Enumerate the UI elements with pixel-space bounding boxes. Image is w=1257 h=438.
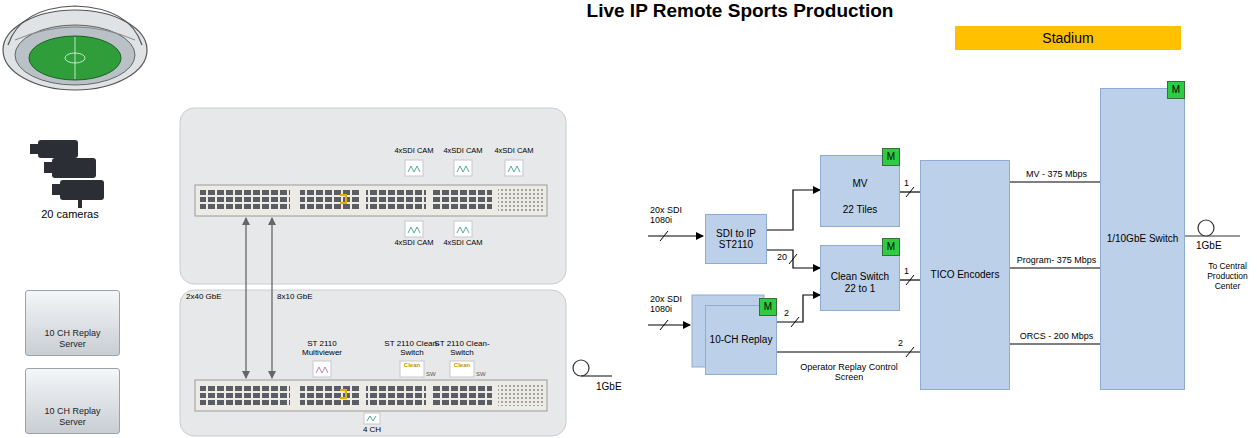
edge-label: MV - 375 Mbps [1013, 169, 1100, 179]
input-arrow [648, 235, 703, 236]
switch-chassis [195, 185, 547, 216]
node-text: 10 CH Replay Server [38, 328, 108, 349]
server-box: 10 CH Replay Server [25, 368, 120, 434]
annotation-label: 2x40 GbE [186, 292, 242, 301]
annotation-label: 4xSDI CAM [492, 147, 536, 156]
annotation-label: 1GbE [1196, 240, 1236, 252]
monitor-badge: M [882, 148, 900, 166]
connector [1010, 343, 1100, 344]
connector [1010, 267, 1100, 268]
node-text: MV [853, 178, 868, 190]
uplink-line [581, 375, 612, 376]
link-arrow [245, 218, 246, 378]
process-box: 1/10GbE SwitchM [1100, 88, 1185, 390]
edge-label: 20 [776, 252, 788, 262]
bus-slash [660, 320, 668, 330]
rack-panel [180, 108, 566, 284]
annotation-label: Operator Replay Control Screen [790, 362, 908, 383]
bus-slash [789, 254, 797, 264]
node-text: M [887, 151, 895, 163]
diagram-title: Live IP Remote Sports Production [480, 0, 1000, 22]
edge-label: 2 [783, 308, 790, 318]
annotation-label: ST 2110 Multiviewer [292, 339, 352, 357]
annotation-label: 4 CH [352, 425, 392, 434]
server-box: 10 CH Replay Server [25, 290, 120, 356]
monitor-badge: M [1167, 81, 1185, 99]
annotation-label: To Central Production Center [1200, 262, 1255, 291]
region-tag: Stadium [955, 26, 1181, 50]
annotation-label: Clean [451, 362, 473, 369]
node-text: M [1172, 84, 1180, 96]
connector [1010, 181, 1100, 182]
annotation-label: Clean [401, 362, 423, 369]
node-text: 10 CH Replay Server [38, 406, 108, 427]
camera-icons [30, 140, 104, 208]
stadium-picture [3, 6, 147, 90]
annotation-label: 8x10 GbE [277, 292, 333, 301]
node-text: Clean Switch 22 to 1 [824, 271, 896, 294]
node-text: M [764, 301, 772, 313]
annotation-label: 4xSDI CAM [392, 147, 436, 156]
bus-slash [906, 187, 914, 197]
process-box: Clean Switch 22 to 1M [820, 245, 900, 311]
uplink-port [573, 360, 589, 376]
connector [767, 190, 820, 230]
monitor-badge: M [759, 298, 777, 316]
edge-label: 1 [903, 266, 910, 276]
edge-label: Program- 375 Mbps [1013, 255, 1100, 265]
annotation-label: 4xSDI CAM [441, 239, 485, 248]
node-text: 22 Tiles [843, 204, 877, 216]
process-box: 10-CH ReplayM [705, 305, 777, 375]
connector [767, 250, 820, 268]
bus-slash [791, 317, 799, 327]
card-icons [313, 160, 523, 424]
process-box: MV22 TilesM [820, 155, 900, 227]
input-arrow [648, 324, 690, 325]
rack-panel [180, 290, 566, 436]
node-text: 1/10GbE Switch [1107, 233, 1179, 245]
edge-label: ORCS - 200 Mbps [1013, 331, 1100, 341]
annotation-label: 1GbE [596, 381, 636, 393]
bus-slash [906, 275, 914, 285]
node-text: 10-CH Replay [710, 334, 773, 346]
annotation-label: ST 2110 Clean-Switch [382, 339, 442, 357]
connector [777, 351, 920, 352]
annotation-label: 4xSDI CAM [441, 147, 485, 156]
bus-slash [906, 347, 914, 357]
annotation-label: 20x SDI 1080i [650, 205, 700, 226]
node-text: M [887, 241, 895, 253]
node-text: SDI to IP ST2110 [709, 228, 763, 251]
annotation-label: 20x SDI 1080i [650, 294, 700, 315]
annotation-label: SW [426, 371, 440, 378]
edge-label: 2 [897, 338, 904, 348]
edge-label: 1 [903, 178, 910, 188]
caption-label: 20 cameras [20, 208, 120, 221]
bus-slash [660, 231, 668, 241]
node-text: TICO Encoders [931, 269, 1000, 281]
output-port [1198, 220, 1214, 236]
process-box: SDI to IP ST2110 [705, 214, 767, 264]
node-text: Stadium [1042, 30, 1093, 46]
annotation-label: ST 2110 Clean-Switch [432, 339, 492, 357]
process-box: TICO Encoders [920, 160, 1010, 390]
output-line [1185, 235, 1240, 236]
annotation-label: SW [476, 371, 490, 378]
link-arrow [271, 218, 272, 378]
switch-chassis [195, 380, 547, 411]
signal-marks [316, 166, 520, 421]
annotation-label: 4xSDI CAM [392, 239, 436, 248]
monitor-badge: M [882, 238, 900, 256]
